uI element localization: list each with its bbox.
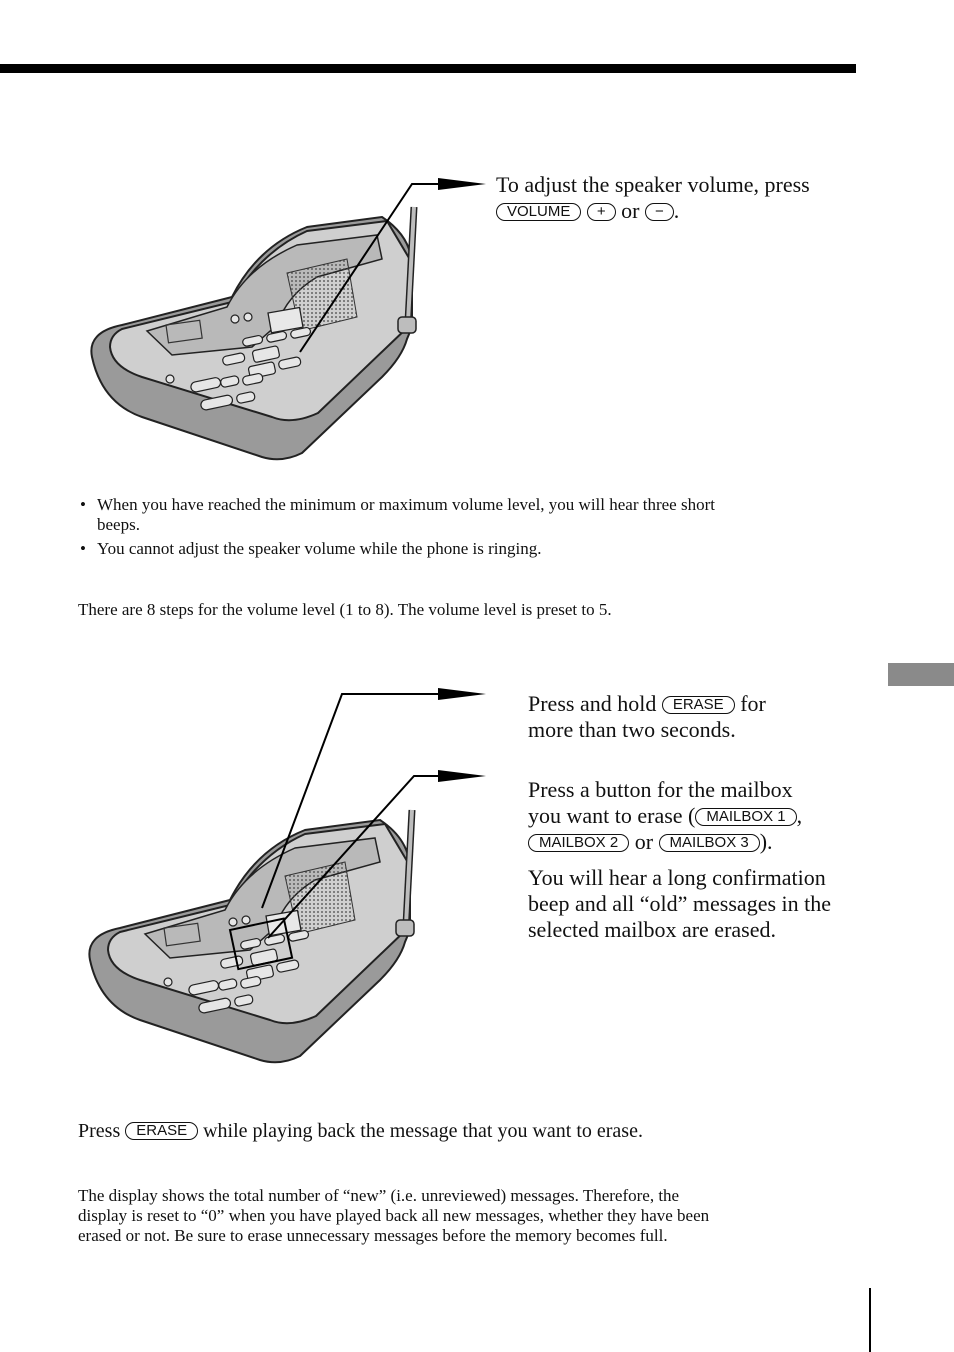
erase-line-rest-text: while playing back the message that you …	[203, 1120, 643, 1142]
erase-key: ERASE	[125, 1122, 199, 1140]
erase-hold-callout: Press and hold ERASE for more than two s…	[528, 691, 868, 743]
callout-pointer-volume	[299, 178, 486, 353]
close-paren-text: ).	[759, 829, 773, 854]
mailbox-callout-text: Press a button for the mailbox	[528, 777, 793, 802]
plus-key: +	[586, 203, 616, 221]
mailbox-callout: Press a button for the mailbox you want …	[528, 777, 868, 855]
section-tab	[888, 663, 954, 686]
or-text: or	[621, 198, 640, 223]
press-text: Press	[78, 1120, 121, 1142]
volume-notes-list: When you have reached the minimum or max…	[78, 495, 718, 563]
volume-callout-text: To adjust the speaker volume, press	[496, 172, 810, 197]
erase-hold-rest-text: more than two seconds.	[528, 717, 736, 742]
for-text: for	[740, 691, 766, 716]
erase-key: ERASE	[661, 696, 735, 714]
volume-key: VOLUME	[496, 203, 582, 221]
volume-steps-note: There are 8 steps for the volume level (…	[78, 600, 612, 619]
minus-key: −	[644, 203, 674, 221]
callout-pointer-erase	[261, 688, 486, 939]
phone-illustration-erase	[89, 810, 414, 1062]
comma-text: ,	[796, 803, 803, 828]
note-item: You cannot adjust the speaker volume whi…	[78, 539, 718, 559]
note-item: When you have reached the minimum or max…	[78, 495, 718, 535]
mailbox1-key: MAILBOX 1	[695, 808, 797, 826]
confirm-callout: You will hear a long confirmation beep a…	[528, 865, 832, 942]
mailbox3-key: MAILBOX 3	[658, 834, 760, 852]
mailbox2-key: MAILBOX 2	[528, 834, 630, 852]
or-text: or	[634, 829, 654, 854]
display-note: The display shows the total number of “n…	[78, 1186, 710, 1245]
press-and-hold-text: Press and hold	[528, 691, 657, 716]
page-edge-rule	[869, 1288, 871, 1352]
volume-callout: To adjust the speaker volume, press VOLU…	[496, 172, 876, 224]
erase-message-instruction: Press ERASE while playing back the messa…	[78, 1118, 838, 1144]
top-rule	[0, 64, 856, 73]
phone-illustration-volume	[91, 207, 416, 459]
period-text: .	[673, 198, 680, 223]
mailbox-callout-text2: you want to erase (	[528, 803, 696, 828]
